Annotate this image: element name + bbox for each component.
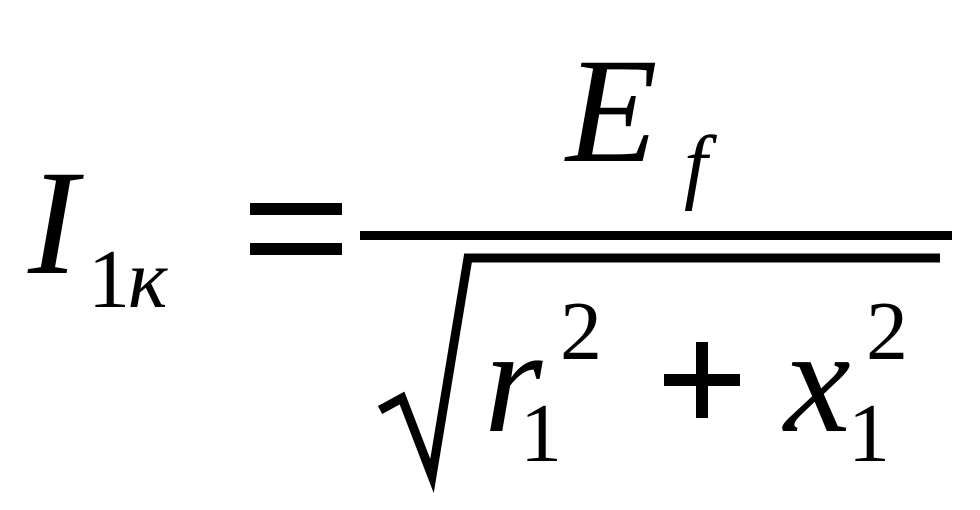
lhs-subscript-digit: 1: [88, 233, 130, 326]
numerator-subscript: f: [684, 119, 708, 212]
lhs-symbol: I: [28, 140, 78, 306]
denominator-term2-symbol: x: [784, 298, 851, 464]
lhs-subscript-letter: к: [128, 233, 168, 326]
plus-bar-vertical: [696, 342, 708, 418]
denominator-term2-subscript: 1: [848, 387, 890, 480]
equals-bar-bottom: [250, 243, 342, 255]
denominator-term2-superscript: 2: [866, 285, 908, 378]
denominator-term1-subscript: 1: [520, 387, 562, 480]
fraction-bar: [360, 231, 952, 240]
denominator-term1-symbol: r: [484, 298, 543, 464]
numerator-symbol: E: [566, 28, 658, 194]
equals-bar-top: [250, 203, 342, 215]
denominator-term1-superscript: 2: [560, 285, 602, 378]
